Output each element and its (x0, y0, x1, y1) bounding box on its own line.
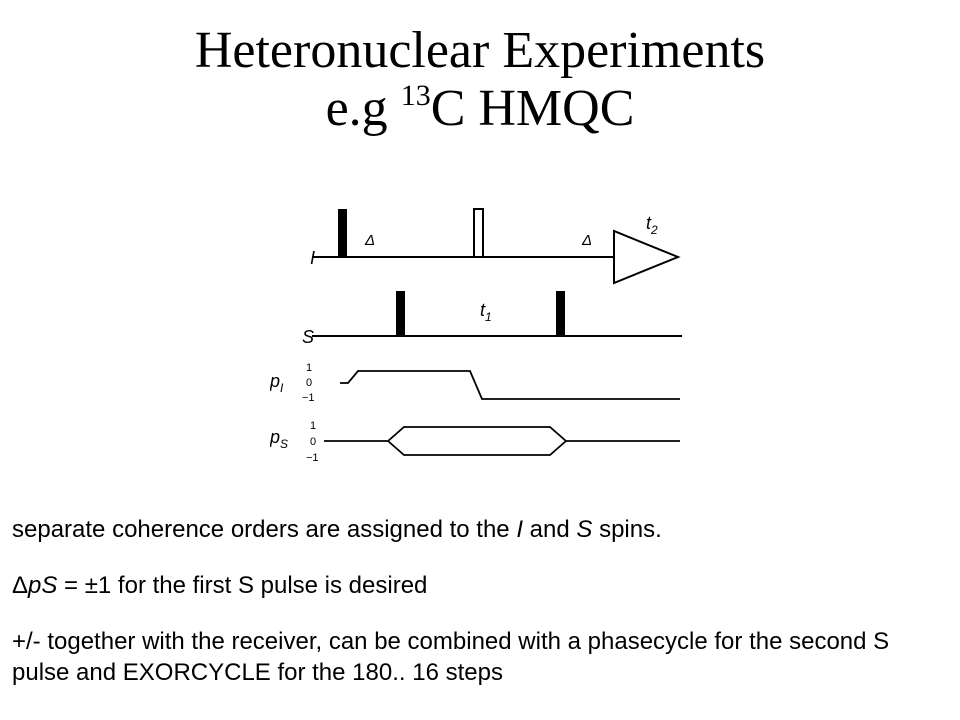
delta-ps-text: ΔpS = ±1 for the first S pulse is desire… (12, 572, 428, 599)
ps-pathway-line (324, 426, 680, 442)
i-channel-label: I (310, 248, 315, 268)
i-spin-ref: I (516, 516, 523, 543)
ps-level-minus1: −1 (306, 452, 319, 464)
hmqc-pulse-sequence-diagram: I Δ Δ t2 S t1 pI 1 0 −1 pS 1 0 − (270, 208, 682, 464)
delay-label-1: Δ (364, 232, 375, 249)
pi-level-plus1: 1 (306, 362, 312, 374)
t2-label: t2 (646, 213, 658, 237)
pi-pathway-label: pI (270, 371, 284, 395)
i-channel: I Δ Δ t2 (310, 208, 681, 285)
title-prefix: e.g (325, 80, 401, 137)
delta-symbol: Δ (12, 572, 29, 599)
s-channel: S t1 (302, 291, 682, 347)
fid-acquisition-triangle (613, 229, 681, 285)
ps-coherence-pathway: pS 1 0 −1 (270, 420, 680, 464)
coherence-orders-text: separate coherence orders are assigned t… (12, 516, 662, 543)
s-second-90-pulse (556, 291, 565, 336)
s-spin-ref: S (576, 516, 593, 543)
s-channel-label: S (302, 327, 314, 347)
ps-pathway-lower-branch (387, 440, 567, 456)
title-line-2: e.g 13C HMQC (0, 79, 960, 145)
pi-pathway-line (340, 370, 680, 400)
ps-level-zero: 0 (310, 436, 316, 448)
t1-label: t1 (480, 300, 492, 324)
ps-level-plus1: 1 (310, 420, 316, 432)
title-suffix: C HMQC (430, 80, 635, 137)
phasecycle-text: +/- together with the receiver, can be c… (12, 628, 890, 686)
title-superscript: 13 (400, 79, 431, 112)
ps-pathway-label: pS (270, 427, 288, 451)
pi-level-zero: 0 (306, 377, 312, 389)
slide-title: Heteronuclear Experiments e.g 13C HMQC (0, 22, 960, 145)
title-line-1: Heteronuclear Experiments (194, 22, 766, 79)
s-first-90-pulse (396, 291, 405, 336)
i-180-pulse (473, 208, 484, 258)
i-90-pulse (338, 209, 347, 257)
ps-ref: pS (28, 572, 58, 599)
pi-coherence-pathway: pI 1 0 −1 (270, 362, 680, 404)
delay-label-2: Δ (581, 232, 592, 249)
pi-level-minus1: −1 (302, 392, 315, 404)
